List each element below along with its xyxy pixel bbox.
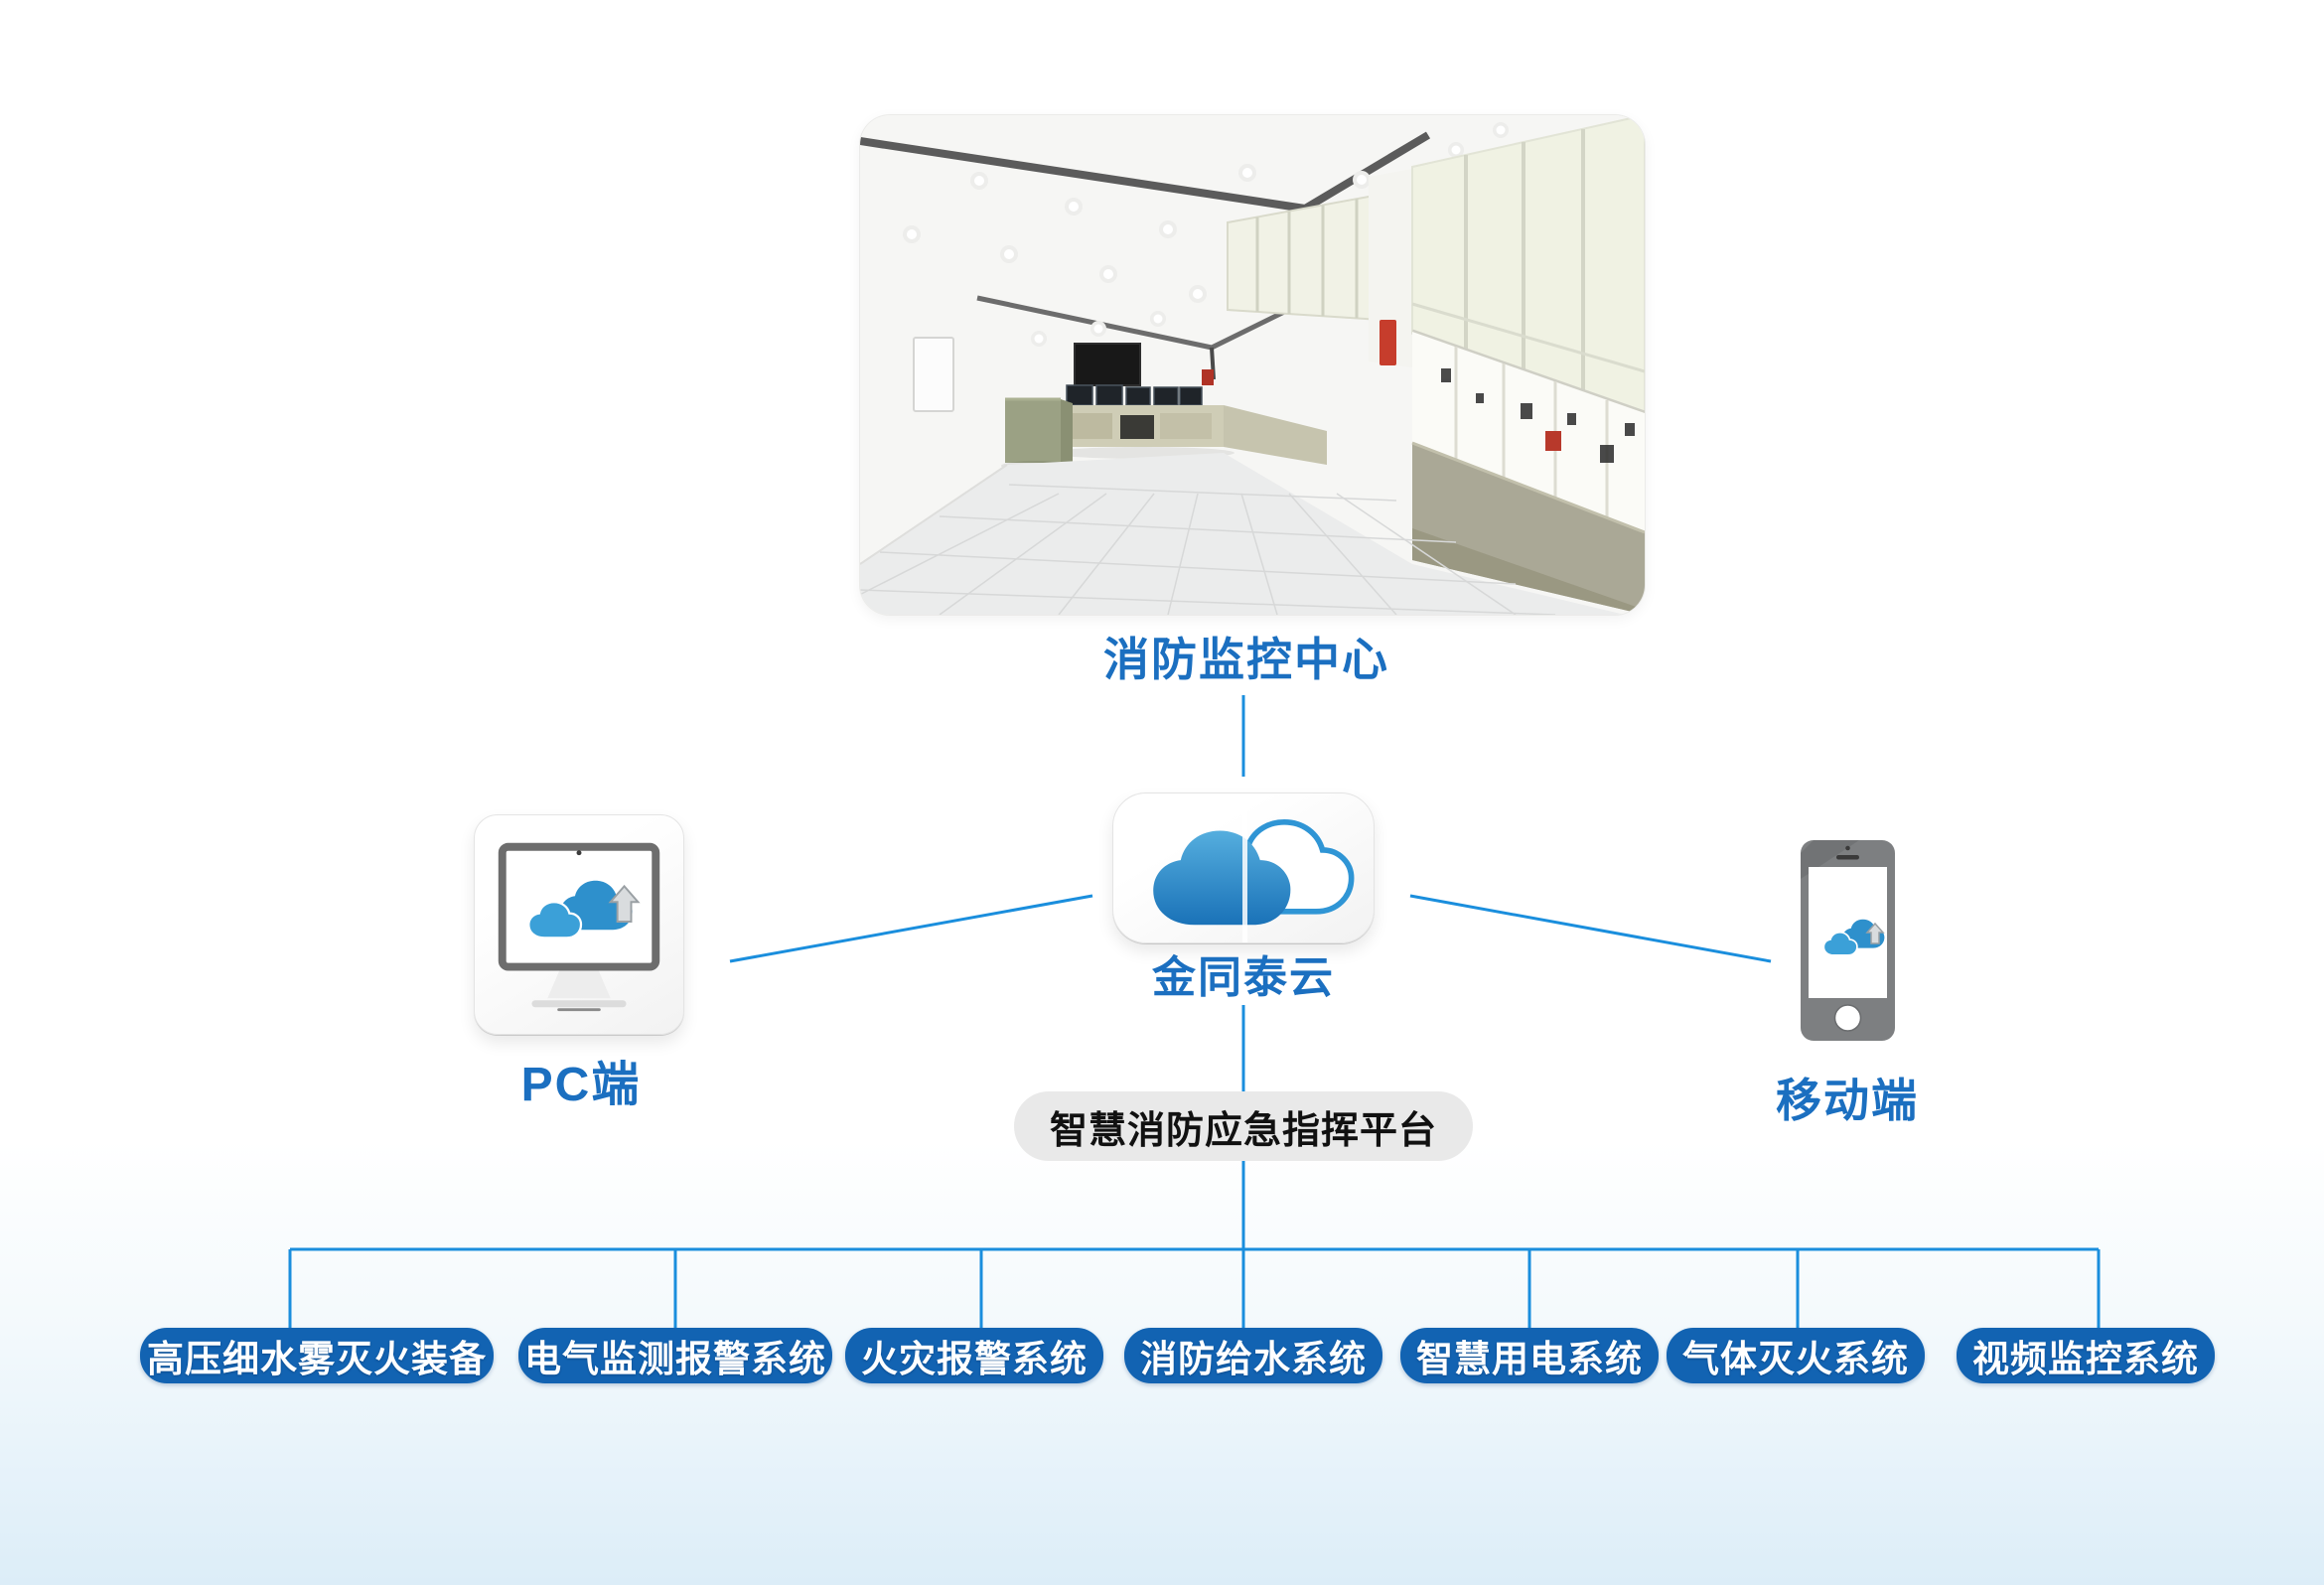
cloud-sync-icon-small bbox=[1822, 919, 1885, 956]
system-node-gas-extinguishing: 气体灭火系统 bbox=[1667, 1328, 1925, 1383]
platform-pill: 智慧消防应急指挥平台 bbox=[1014, 1091, 1473, 1161]
pc-card bbox=[474, 814, 684, 1035]
system-node-smart-electricity: 智慧用电系统 bbox=[1400, 1328, 1659, 1383]
mobile-device bbox=[1800, 839, 1896, 1042]
monitor-center-caption: 消防监控中心 bbox=[1103, 634, 1389, 685]
console-display-boards bbox=[1412, 332, 1645, 532]
desktop-computer-icon bbox=[498, 842, 660, 1012]
tiled-floor bbox=[860, 453, 1625, 615]
console-base bbox=[1411, 441, 1645, 615]
control-room-photo bbox=[860, 115, 1645, 615]
line-pc-to-cloud bbox=[729, 894, 1093, 963]
upload-arrow-icon-small bbox=[1865, 922, 1885, 944]
system-node-fire-alarm: 火灾报警系统 bbox=[845, 1328, 1103, 1383]
storage-cabinet bbox=[1001, 397, 1073, 471]
system-node-water-mist: 高压细水雾灭火装备 bbox=[140, 1328, 494, 1383]
control-room-scene bbox=[860, 115, 1645, 615]
system-node-video-surveillance: 视频监控系统 bbox=[1957, 1328, 2215, 1383]
upload-arrow-icon bbox=[608, 884, 641, 924]
system-node-fire-water-supply: 消防给水系统 bbox=[1124, 1328, 1382, 1383]
smartphone-icon bbox=[1801, 840, 1895, 1041]
mobile-label: 移动端 bbox=[1776, 1075, 1919, 1126]
pc-label: PC端 bbox=[520, 1059, 642, 1111]
operator-desk bbox=[1052, 343, 1327, 465]
cloud-icon bbox=[1153, 819, 1355, 926]
fire-extinguisher-sign bbox=[1380, 320, 1396, 365]
wall-pillar bbox=[1369, 169, 1412, 367]
page-seam-artifact bbox=[1242, 793, 1247, 942]
cloud-card bbox=[1112, 792, 1375, 943]
whiteboard bbox=[913, 337, 954, 412]
cloud-solid-front bbox=[1153, 830, 1291, 926]
cloud-label: 金同泰云 bbox=[1152, 953, 1335, 1002]
cloud-sync-icon bbox=[527, 880, 641, 939]
line-cloud-to-mobile bbox=[1409, 894, 1772, 963]
system-node-electrical-monitoring: 电气监测报警系统 bbox=[518, 1328, 832, 1383]
